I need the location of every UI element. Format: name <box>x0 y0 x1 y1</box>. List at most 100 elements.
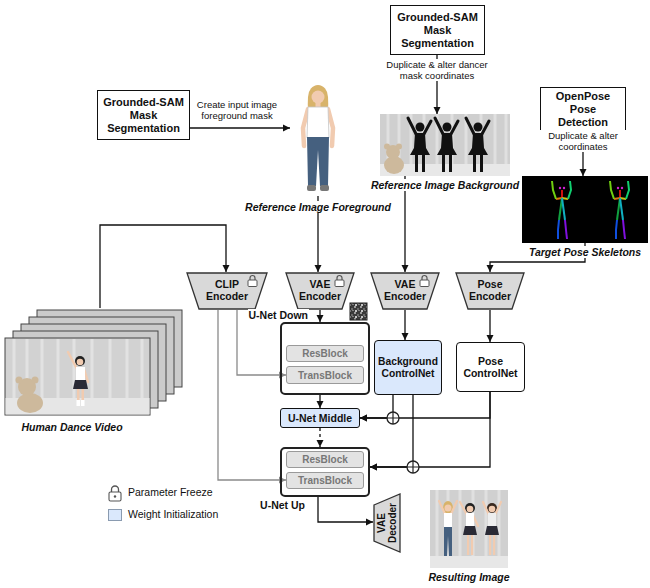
video-frames-part <box>75 356 85 366</box>
background-photo-part <box>384 144 390 150</box>
lock-shackle <box>337 276 342 281</box>
background-photo-part <box>380 114 510 176</box>
controlnet-box: Background ControlNet <box>374 340 442 395</box>
lock-shackle <box>422 276 427 281</box>
sum-node-part <box>407 461 419 473</box>
node-label: VAE Decoder <box>376 493 398 553</box>
sub-block: ResBlock <box>286 451 364 468</box>
result-image-part-part <box>463 526 477 535</box>
edge-label: Duplicate & alter dancer mask coordinate… <box>377 59 497 81</box>
node-label: Grounded-SAM Mask Segmentation <box>101 96 186 135</box>
lock-icon-part <box>112 486 119 492</box>
person-photo-part <box>312 91 325 104</box>
sum-node <box>407 461 419 473</box>
pose-skeleton-image-part <box>522 176 648 243</box>
person-photo-part <box>307 107 329 138</box>
noise-latent <box>350 303 367 320</box>
person-photo-part <box>320 185 329 191</box>
connector <box>318 497 373 522</box>
result-image-part <box>483 502 501 555</box>
background-photo <box>380 114 510 176</box>
node-label: ResBlock <box>302 348 348 359</box>
noise-latent-part <box>350 303 367 320</box>
unet-block: U-Net UpResBlockTransBlock <box>280 447 370 497</box>
sub-block: TransBlock <box>286 366 364 384</box>
decoder: VAE Decoder <box>373 493 401 553</box>
encoder: Pose Encoder <box>455 272 525 310</box>
node-label: Pose Encoder <box>465 278 515 302</box>
lock-icon-part <box>114 495 116 497</box>
person-photo <box>303 85 333 191</box>
video-frames <box>5 310 182 415</box>
node-label: VAE Encoder <box>380 278 430 302</box>
result-image-part-part <box>444 527 452 556</box>
node-label: U-Net Middle <box>288 412 352 424</box>
result-image <box>430 490 508 568</box>
sum-node-part <box>407 461 419 473</box>
node-label: TransBlock <box>298 370 352 381</box>
video-frames-part <box>68 352 77 369</box>
connector <box>489 310 490 342</box>
result-image-part-part <box>489 535 491 555</box>
node-label: VAE Encoder <box>295 278 345 302</box>
video-frames-part <box>5 338 150 415</box>
video-frames-part <box>77 400 81 406</box>
legend-label: Weight Initialization <box>128 508 218 521</box>
connector <box>370 395 413 467</box>
video-frames-part <box>81 400 85 406</box>
legend-swatch <box>108 509 122 521</box>
trapezoid-outline <box>456 273 524 309</box>
image-panel: Human Dance Video <box>5 308 182 417</box>
background-photo-part <box>408 118 431 172</box>
result-image-part <box>430 556 508 568</box>
edge-label: Create input image foreground mask <box>194 99 280 121</box>
connector <box>190 127 290 128</box>
result-image-part-part <box>467 535 469 555</box>
result-image-part-part <box>471 535 473 555</box>
connector <box>319 310 320 322</box>
result-image-part <box>439 501 457 556</box>
image-panel: Reference Image Background <box>380 114 510 176</box>
trapezoid-outline <box>374 494 400 552</box>
image-panel: Target Pose Skeletons <box>522 176 648 243</box>
lock-icon-part <box>109 492 121 501</box>
node-label: OpenPose Pose Detection <box>544 90 622 129</box>
block-heading: U-Net Up <box>259 499 306 511</box>
sum-node-part <box>387 412 399 424</box>
result-image-part-part <box>445 505 452 512</box>
dashed-connector <box>319 428 320 447</box>
sub-block: ResBlock <box>286 345 364 362</box>
background-photo-part <box>466 118 489 172</box>
result-image-part-part <box>439 501 457 514</box>
background-photo-part <box>396 144 402 150</box>
sum-node-part <box>387 412 399 424</box>
connector <box>360 392 490 418</box>
unet-middle-box: U-Net Middle <box>280 408 360 428</box>
video-frames-part <box>16 377 23 384</box>
image-panel: Reference Image Foreground <box>290 82 346 196</box>
lock-body <box>420 280 429 287</box>
video-frames-part <box>76 367 85 380</box>
result-image-part-part <box>493 535 495 555</box>
sub-block: TransBlock <box>286 472 364 489</box>
pose-detection-box: OpenPose Pose Detection <box>540 87 626 132</box>
video-frames-part <box>82 389 85 405</box>
result-image-part-part <box>467 506 474 513</box>
video-frames-part <box>73 380 88 389</box>
unet-block: U-Net DownResBlockTransBlock <box>280 322 370 395</box>
result-image-part <box>430 490 508 568</box>
result-image-part-part <box>485 526 499 535</box>
block-heading: U-Net Down <box>248 309 310 321</box>
connector <box>319 395 320 408</box>
image-caption: Reference Image Background <box>369 179 521 191</box>
result-image-part-part <box>488 513 496 526</box>
image-caption: Human Dance Video <box>19 421 124 433</box>
result-image-part <box>437 490 499 556</box>
person-photo-part <box>307 185 316 191</box>
connector <box>404 310 405 340</box>
lock-shackle <box>250 276 255 281</box>
pose-skeleton-image <box>522 176 648 243</box>
controlnet-box: Pose ControlNet <box>456 342 525 392</box>
edge-label: Duplicate & alter coordinates <box>536 130 630 152</box>
